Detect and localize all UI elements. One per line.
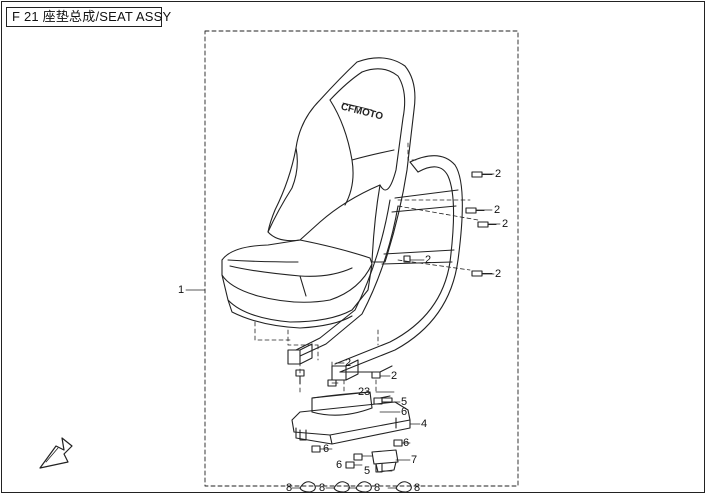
callout-2: 2 [502, 218, 509, 230]
washer [381, 397, 393, 403]
callout-1: 1 [178, 284, 185, 296]
callout-7: 7 [411, 454, 418, 466]
callout-5: 5 [401, 396, 408, 408]
bolt [471, 270, 493, 277]
front-direction-arrow-icon [39, 437, 73, 469]
nut [393, 439, 403, 447]
assembly-boundary [204, 30, 519, 487]
callout-3: 3 [364, 386, 371, 398]
callout-8: 8 [286, 482, 293, 494]
seat-logo: CFMOTO [340, 101, 385, 122]
section-title: 座垫总成/SEAT ASSY [42, 9, 172, 24]
callout-6: 6 [336, 459, 343, 471]
callout-2: 2 [495, 268, 502, 280]
callout-2: 2 [345, 357, 352, 369]
grommet [395, 481, 412, 493]
bolt [327, 379, 337, 387]
callout-5: 5 [364, 465, 371, 477]
callout-4: 4 [421, 418, 428, 430]
nut [345, 461, 355, 469]
bolt [471, 171, 493, 178]
grommet [333, 481, 350, 493]
callout-8: 8 [414, 482, 421, 494]
bolt [403, 255, 411, 263]
seat-base-plate [291, 391, 411, 445]
callout-6: 6 [323, 443, 330, 455]
bolt [465, 207, 485, 214]
reference-lines [254, 142, 479, 393]
callout-6: 6 [403, 437, 410, 449]
seat [221, 57, 416, 329]
nut [311, 445, 321, 453]
callout-6: 6 [401, 406, 408, 418]
callout-8: 8 [319, 482, 326, 494]
section-code: F 21 [12, 9, 39, 24]
nut [353, 453, 363, 461]
callout-2: 2 [391, 370, 398, 382]
bolt [477, 221, 497, 228]
bolt [371, 371, 381, 379]
callout-2: 2 [495, 168, 502, 180]
bolt [295, 369, 305, 385]
callout-2: 2 [358, 386, 365, 398]
grommet [355, 481, 372, 493]
seat-frame-tube [287, 155, 463, 381]
callout-2: 2 [494, 204, 501, 216]
page-title: F 21 座垫总成/SEAT ASSY [6, 7, 171, 27]
callout-8: 8 [374, 482, 381, 494]
callout-leaders [185, 173, 501, 489]
bolt [375, 463, 383, 473]
callout-2: 2 [425, 254, 432, 266]
grommet [299, 481, 316, 493]
